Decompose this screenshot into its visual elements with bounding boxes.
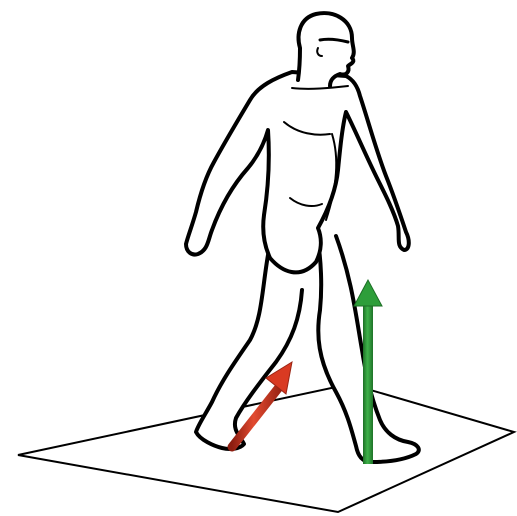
head: [298, 13, 354, 86]
torso: [186, 72, 409, 272]
